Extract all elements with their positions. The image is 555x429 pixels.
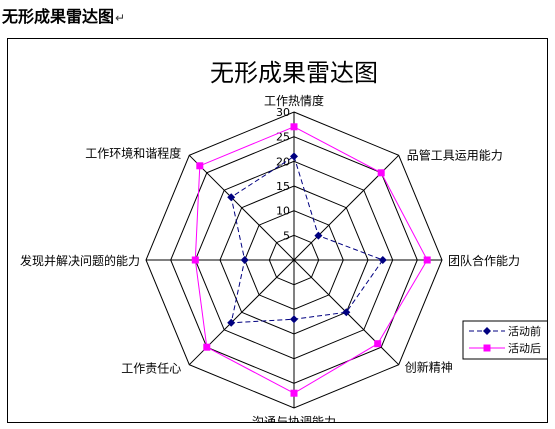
radar-chart: 无形成果雷达图 5 10 15 20 25 30 工作热情度品管工具运用能力团队合作能力创… (20, 59, 549, 429)
data-point (290, 389, 298, 397)
data-point (314, 231, 323, 240)
chart-frame: 无形成果雷达图 5 10 15 20 25 30 工作热情度品管工具运用能力团队合作能力创… (7, 38, 549, 429)
data-point (203, 343, 211, 351)
data-point (483, 344, 491, 352)
tick-label: 15 (276, 180, 290, 193)
data-point (290, 152, 298, 161)
heading-text: 无形成果雷达图 (2, 7, 115, 26)
document-heading: 无形成果雷达图↵ (2, 3, 125, 27)
data-point (240, 256, 249, 264)
category-label: 品管工具运用能力 (407, 147, 503, 162)
category-label: 创新精神 (405, 360, 453, 375)
tick-label: 20 (276, 155, 290, 168)
data-point (342, 308, 351, 317)
tick-label: 5 (283, 229, 290, 242)
data-point (227, 318, 236, 327)
axis-spoke (188, 154, 295, 261)
data-point (423, 256, 431, 264)
category-label: 工作环境和谐程度 (85, 145, 181, 160)
legend-label: 活动后 (508, 342, 541, 355)
data-point (483, 327, 491, 335)
category-label: 工作责任心 (121, 362, 181, 376)
category-label: 沟通与协调能力 (252, 414, 336, 422)
category-label: 工作热情度 (264, 93, 324, 108)
paragraph-mark: ↵ (115, 11, 126, 25)
data-point (196, 162, 204, 170)
tick-label: 30 (276, 106, 290, 119)
legend-label: 活动前 (508, 324, 541, 338)
data-point (374, 340, 382, 348)
tick-label: 25 (276, 131, 290, 144)
chart-title: 无形成果雷达图 (210, 59, 378, 87)
category-label: 团队合作能力 (448, 253, 520, 268)
data-point (377, 169, 385, 177)
data-point (191, 256, 199, 264)
category-label: 发现并解决问题的能力 (20, 253, 140, 268)
data-point (290, 315, 298, 324)
data-point (227, 193, 236, 202)
data-point (290, 123, 298, 131)
tick-label: 10 (276, 205, 290, 218)
legend-box (462, 320, 549, 360)
data-point (378, 256, 387, 264)
